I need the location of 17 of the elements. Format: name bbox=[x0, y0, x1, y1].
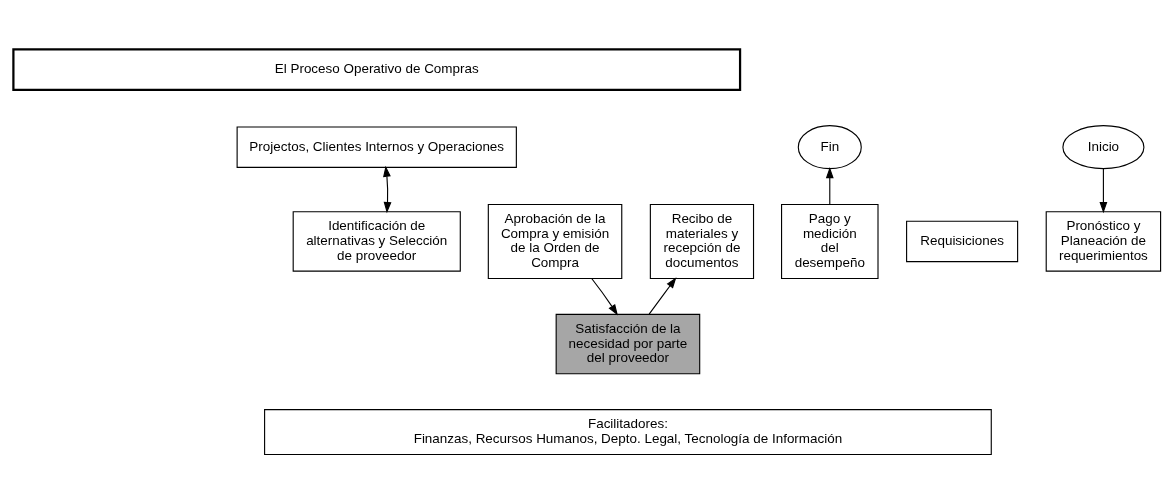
arrow bbox=[591, 277, 618, 316]
node-box: Satisfacción de la necesidad por parte del proveedor bbox=[555, 313, 701, 375]
arrow bbox=[648, 277, 677, 315]
node-box: Facilitadores: Finanzas, Recursos Humanos, Depto. Legal, Tecnología de Información bbox=[264, 409, 992, 456]
node-box: Requisiciones bbox=[906, 220, 1019, 263]
node-box: Projectos, Clientes Internos y Operaciones bbox=[236, 126, 517, 168]
arrow bbox=[1099, 168, 1108, 214]
node-box: Recibo de materiales y recepción de documentos bbox=[649, 203, 755, 279]
node-box: Aprobación de la Compra y emisión de la Orden de Compra bbox=[487, 203, 623, 279]
arrow bbox=[825, 167, 834, 205]
arrow bbox=[383, 165, 392, 214]
node-ellipse: Inicio bbox=[1062, 125, 1145, 170]
node-ellipse: Fin bbox=[797, 125, 862, 170]
node-box: Pago y medición del desempeño bbox=[781, 203, 879, 279]
node-box: El Proceso Operativo de Compras bbox=[12, 48, 742, 91]
node-box: Identificación de alternativas y Selección de proveedor bbox=[292, 211, 461, 272]
node-box: Pronóstico y Planeación de requerimientos bbox=[1045, 211, 1162, 272]
